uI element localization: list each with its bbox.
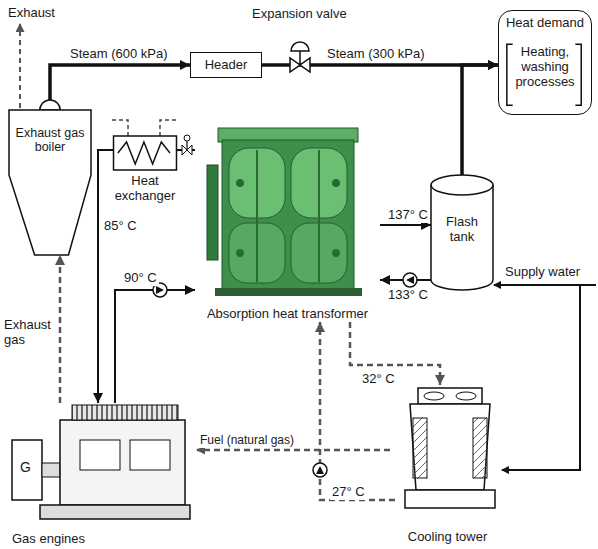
edge-label: Exhaust gas [2, 318, 58, 348]
steam-pipe [50, 60, 190, 100]
edge-label-holder: Steam (600 kPa) [68, 44, 170, 62]
arrowhead [488, 60, 498, 70]
node-text: Heating, washing processes [512, 45, 578, 90]
node-text: Heat demand [506, 16, 584, 31]
absorption-heat-transformer: Absorption heat transformer [195, 120, 380, 322]
steam-pipe [462, 60, 498, 175]
node-outline [9, 100, 91, 255]
node-text: Cooling tower [408, 530, 488, 545]
heat-demand-box: Heat demandHeating, washing processes [498, 10, 592, 115]
flash-tank: Flash tank [431, 175, 493, 290]
arrowhead [315, 322, 325, 332]
water-pipe [93, 150, 113, 403]
edge-label: Steam (600 kPa) [68, 47, 170, 62]
arrowhead [380, 275, 390, 285]
label-holder: Exhaust [6, 3, 57, 21]
free-label: Fuel (natural gas) [198, 434, 296, 448]
edge-label: 27° C [330, 485, 367, 500]
node-text: Absorption heat transformer [207, 307, 368, 322]
node-text: Exhaust gas boiler [12, 126, 88, 155]
free-label: Expansion valve [250, 7, 349, 22]
gas-engines: G Gas engines [8, 403, 195, 547]
free-label: Exhaust [6, 6, 57, 21]
edge-label: 32° C [360, 372, 397, 387]
label-holder: Supply water [503, 262, 582, 280]
edge-label: 137° C [386, 208, 430, 223]
node-text: Header [205, 58, 248, 73]
edge-label-holder: 133° C [386, 285, 430, 303]
free-label: Supply water [503, 265, 582, 280]
edge-label: 85° C [102, 219, 139, 234]
label-holder: Expansion valve [250, 4, 349, 22]
cooling-tower: Cooling tower [395, 385, 500, 545]
edge-label-holder: 90° C [122, 268, 159, 286]
arrowhead [180, 60, 190, 70]
edge-label-holder: Steam (300 kPa) [325, 44, 427, 62]
edge-label: 90° C [122, 271, 159, 286]
node-text: Flash tank [434, 215, 490, 245]
heat-exchanger: Heat exchanger [107, 128, 183, 212]
edge-label: Steam (300 kPa) [325, 47, 427, 62]
node-text: Gas engines [12, 532, 85, 547]
arrowhead [488, 60, 498, 70]
arrowhead [185, 285, 195, 295]
node-text: Heat exchanger [107, 174, 183, 204]
arrowhead [435, 375, 445, 385]
water-pipe [115, 285, 195, 403]
arrowhead [55, 255, 65, 265]
edge-label-holder: Exhaust gas [2, 318, 58, 348]
boiler: Exhaust gas boiler [9, 100, 91, 255]
edge-label-holder: 27° C [330, 482, 367, 500]
edge-label-holder: 137° C [386, 205, 430, 223]
node-text: G [20, 459, 31, 475]
header-box: Header [190, 52, 262, 78]
edge-label-holder: 32° C [360, 369, 397, 387]
edge-label-holder: 85° C [102, 216, 139, 234]
edge-label: 133° C [386, 288, 430, 303]
label-holder: Fuel (natural gas) [198, 430, 296, 448]
arrowhead [93, 393, 103, 403]
